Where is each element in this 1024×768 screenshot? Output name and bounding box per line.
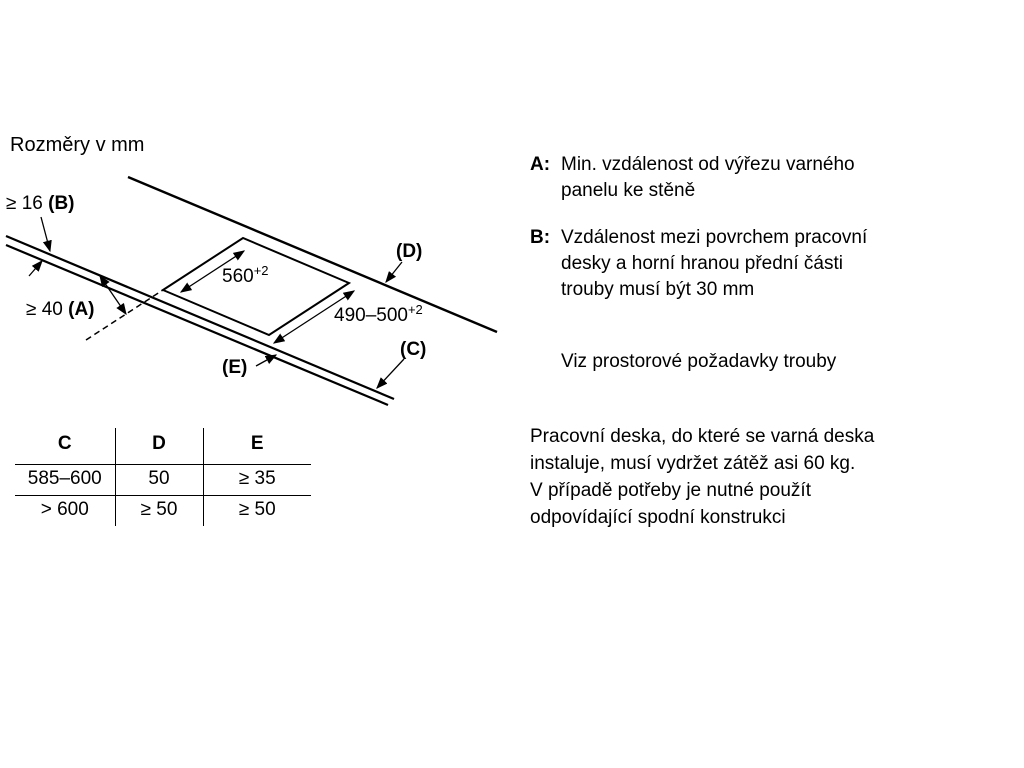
worktop-front-edge-bottom-line	[5, 243, 389, 407]
label-e: (E)	[222, 357, 247, 378]
dim-cutout-width-label: 560+2	[222, 263, 269, 287]
paragraph-line: odpovídající spodní konstrukci	[530, 507, 786, 528]
note-b-text: Vzdálenost mezi povrchem pracovní desky …	[561, 225, 867, 303]
cutout-outline	[160, 236, 352, 337]
table-cell-c1: 585–600	[15, 464, 116, 496]
table-header-c: C	[15, 428, 116, 465]
note-b-line: desky a horní hranou přední části	[561, 253, 844, 274]
thickness-arrow-bottom	[28, 260, 43, 277]
dim-cutout-depth-label: 490–500+2	[334, 302, 423, 326]
note-b-line: Vzdálenost mezi povrchem pracovní	[561, 227, 868, 248]
label-c-leader-arrow	[376, 358, 405, 389]
table-row: 585–600 50 ≥ 35	[15, 464, 311, 496]
installation-diagram: ≥ 16 (B) ≥ 40 (A) 560+2 490–500+2 (D) (C…	[5, 175, 498, 407]
spec-table: C D E 585–600 50 ≥ 35 > 600 ≥ 50 ≥ 50	[15, 428, 311, 526]
table-header-e: E	[203, 428, 311, 465]
note-a-line: panelu ke stěně	[561, 180, 696, 201]
note-a-text: Min. vzdálenost od výřezu varného panelu…	[561, 152, 855, 204]
thickness-arrow-top	[40, 216, 52, 253]
worktop-front-edge-top-line	[5, 234, 395, 401]
table-header-d: D	[115, 428, 204, 465]
note-b: B: Vzdálenost mezi povrchem pracovní des…	[530, 225, 944, 303]
worktop-load-paragraph: Pracovní deska, do které se varná deska …	[530, 423, 944, 531]
worktop-back-edge-line	[127, 175, 498, 334]
note-a-line: Min. vzdálenost od výřezu varného	[561, 154, 855, 175]
table-cell-e1: ≥ 35	[203, 464, 311, 496]
note-b-label: B:	[530, 227, 551, 248]
table-cell-d2: ≥ 50	[115, 495, 204, 526]
note-a-label: A:	[530, 154, 551, 175]
note-a: A: Min. vzdálenost od výřezu varného pan…	[530, 152, 944, 204]
note-b-line: trouby musí být 30 mm	[561, 279, 755, 300]
dim-thickness-label: ≥ 16 (B)	[6, 193, 75, 214]
notes-column: A: Min. vzdálenost od výřezu varného pan…	[530, 152, 944, 531]
table-cell-e2: ≥ 50	[238, 499, 276, 520]
spec-table-header-row: C D E	[15, 428, 311, 465]
dim-distance-a-label: ≥ 40 (A)	[26, 299, 95, 320]
label-d-leader-arrow	[385, 261, 403, 284]
paragraph-line: instaluje, musí vydržet zátěž asi 60 kg.	[530, 453, 856, 474]
page-title: Rozměry v mm	[10, 134, 145, 156]
table-cell-c2: > 600	[15, 495, 116, 526]
table-cell-d1: 50	[115, 464, 204, 496]
cutout-width-dimension-arrow	[179, 250, 246, 293]
cutout-depth-dimension-arrow	[272, 290, 356, 344]
label-c: (C)	[400, 339, 426, 360]
label-e-leader-arrow	[255, 354, 278, 367]
label-d: (D)	[396, 241, 422, 262]
table-row: > 600 ≥ 50 ≥ 50	[15, 495, 311, 526]
paragraph-line: Pracovní deska, do které se varná deska	[530, 426, 875, 447]
see-also-note: Viz prostorové požadavky trouby	[561, 351, 837, 372]
distance-a-arrow	[99, 274, 127, 316]
paragraph-line: V případě potřeby je nutné použít	[530, 480, 811, 501]
